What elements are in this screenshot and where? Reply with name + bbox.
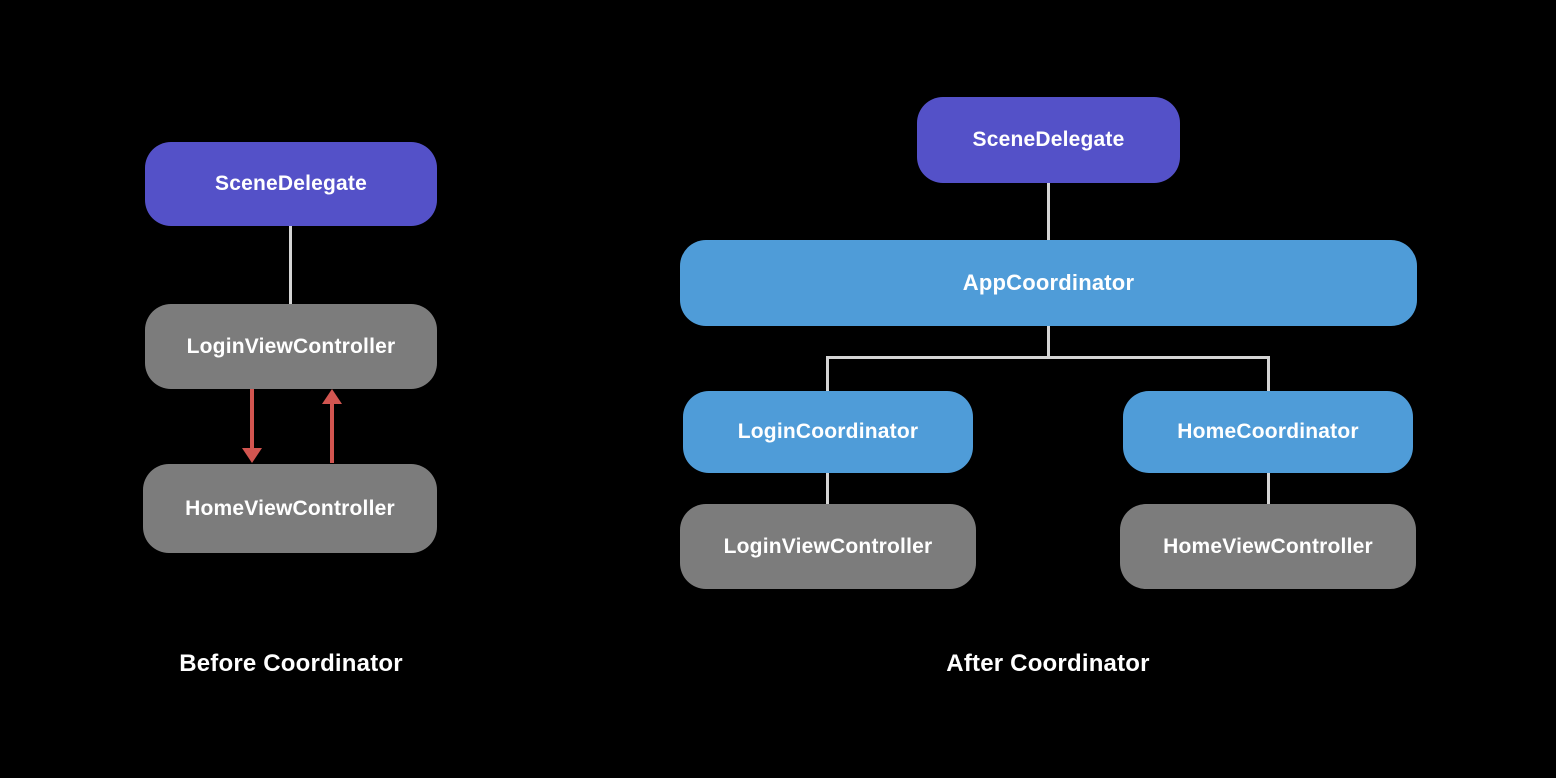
node-scene-delegate-before: SceneDelegate <box>145 142 437 226</box>
node-home-view-controller-after: HomeViewController <box>1120 504 1416 589</box>
before-caption: Before Coordinator <box>179 650 403 677</box>
node-label: HomeCoordinator <box>1177 420 1359 443</box>
node-home-coordinator: HomeCoordinator <box>1123 391 1413 473</box>
edge-branch-to-logincoordinator <box>826 356 829 391</box>
after-caption: After Coordinator <box>946 650 1150 677</box>
node-label: HomeViewController <box>1163 534 1373 558</box>
edge-scenedelegate-appcoordinator <box>1047 183 1050 240</box>
edge-scenedelegate-loginvc <box>289 226 292 304</box>
node-login-view-controller-before: LoginViewController <box>145 304 437 389</box>
edge-homecoordinator-homevc <box>1267 473 1270 504</box>
node-label: LoginViewController <box>186 334 396 358</box>
node-home-view-controller-before: HomeViewController <box>143 464 437 553</box>
node-label: SceneDelegate <box>214 172 367 195</box>
node-label: SceneDelegate <box>972 128 1125 151</box>
arrow-up-icon <box>322 389 342 404</box>
node-label: HomeViewController <box>185 496 395 520</box>
node-app-coordinator: AppCoordinator <box>680 240 1417 326</box>
node-login-coordinator: LoginCoordinator <box>683 391 973 473</box>
edge-loginvc-homevc-arrow <box>250 389 254 449</box>
node-login-view-controller-after: LoginViewController <box>680 504 976 589</box>
arrow-down-icon <box>242 448 262 463</box>
node-label: LoginCoordinator <box>737 420 919 443</box>
edge-logincoordinator-loginvc <box>826 473 829 504</box>
node-label: LoginViewController <box>723 534 933 558</box>
node-scene-delegate-after: SceneDelegate <box>917 97 1180 183</box>
edge-homevc-loginvc-arrow <box>330 403 334 463</box>
edge-branch-to-homecoordinator <box>1267 356 1270 391</box>
edge-branch-horizontal <box>826 356 1270 359</box>
node-label: AppCoordinator <box>962 270 1135 295</box>
edge-appcoordinator-stem <box>1047 326 1050 358</box>
